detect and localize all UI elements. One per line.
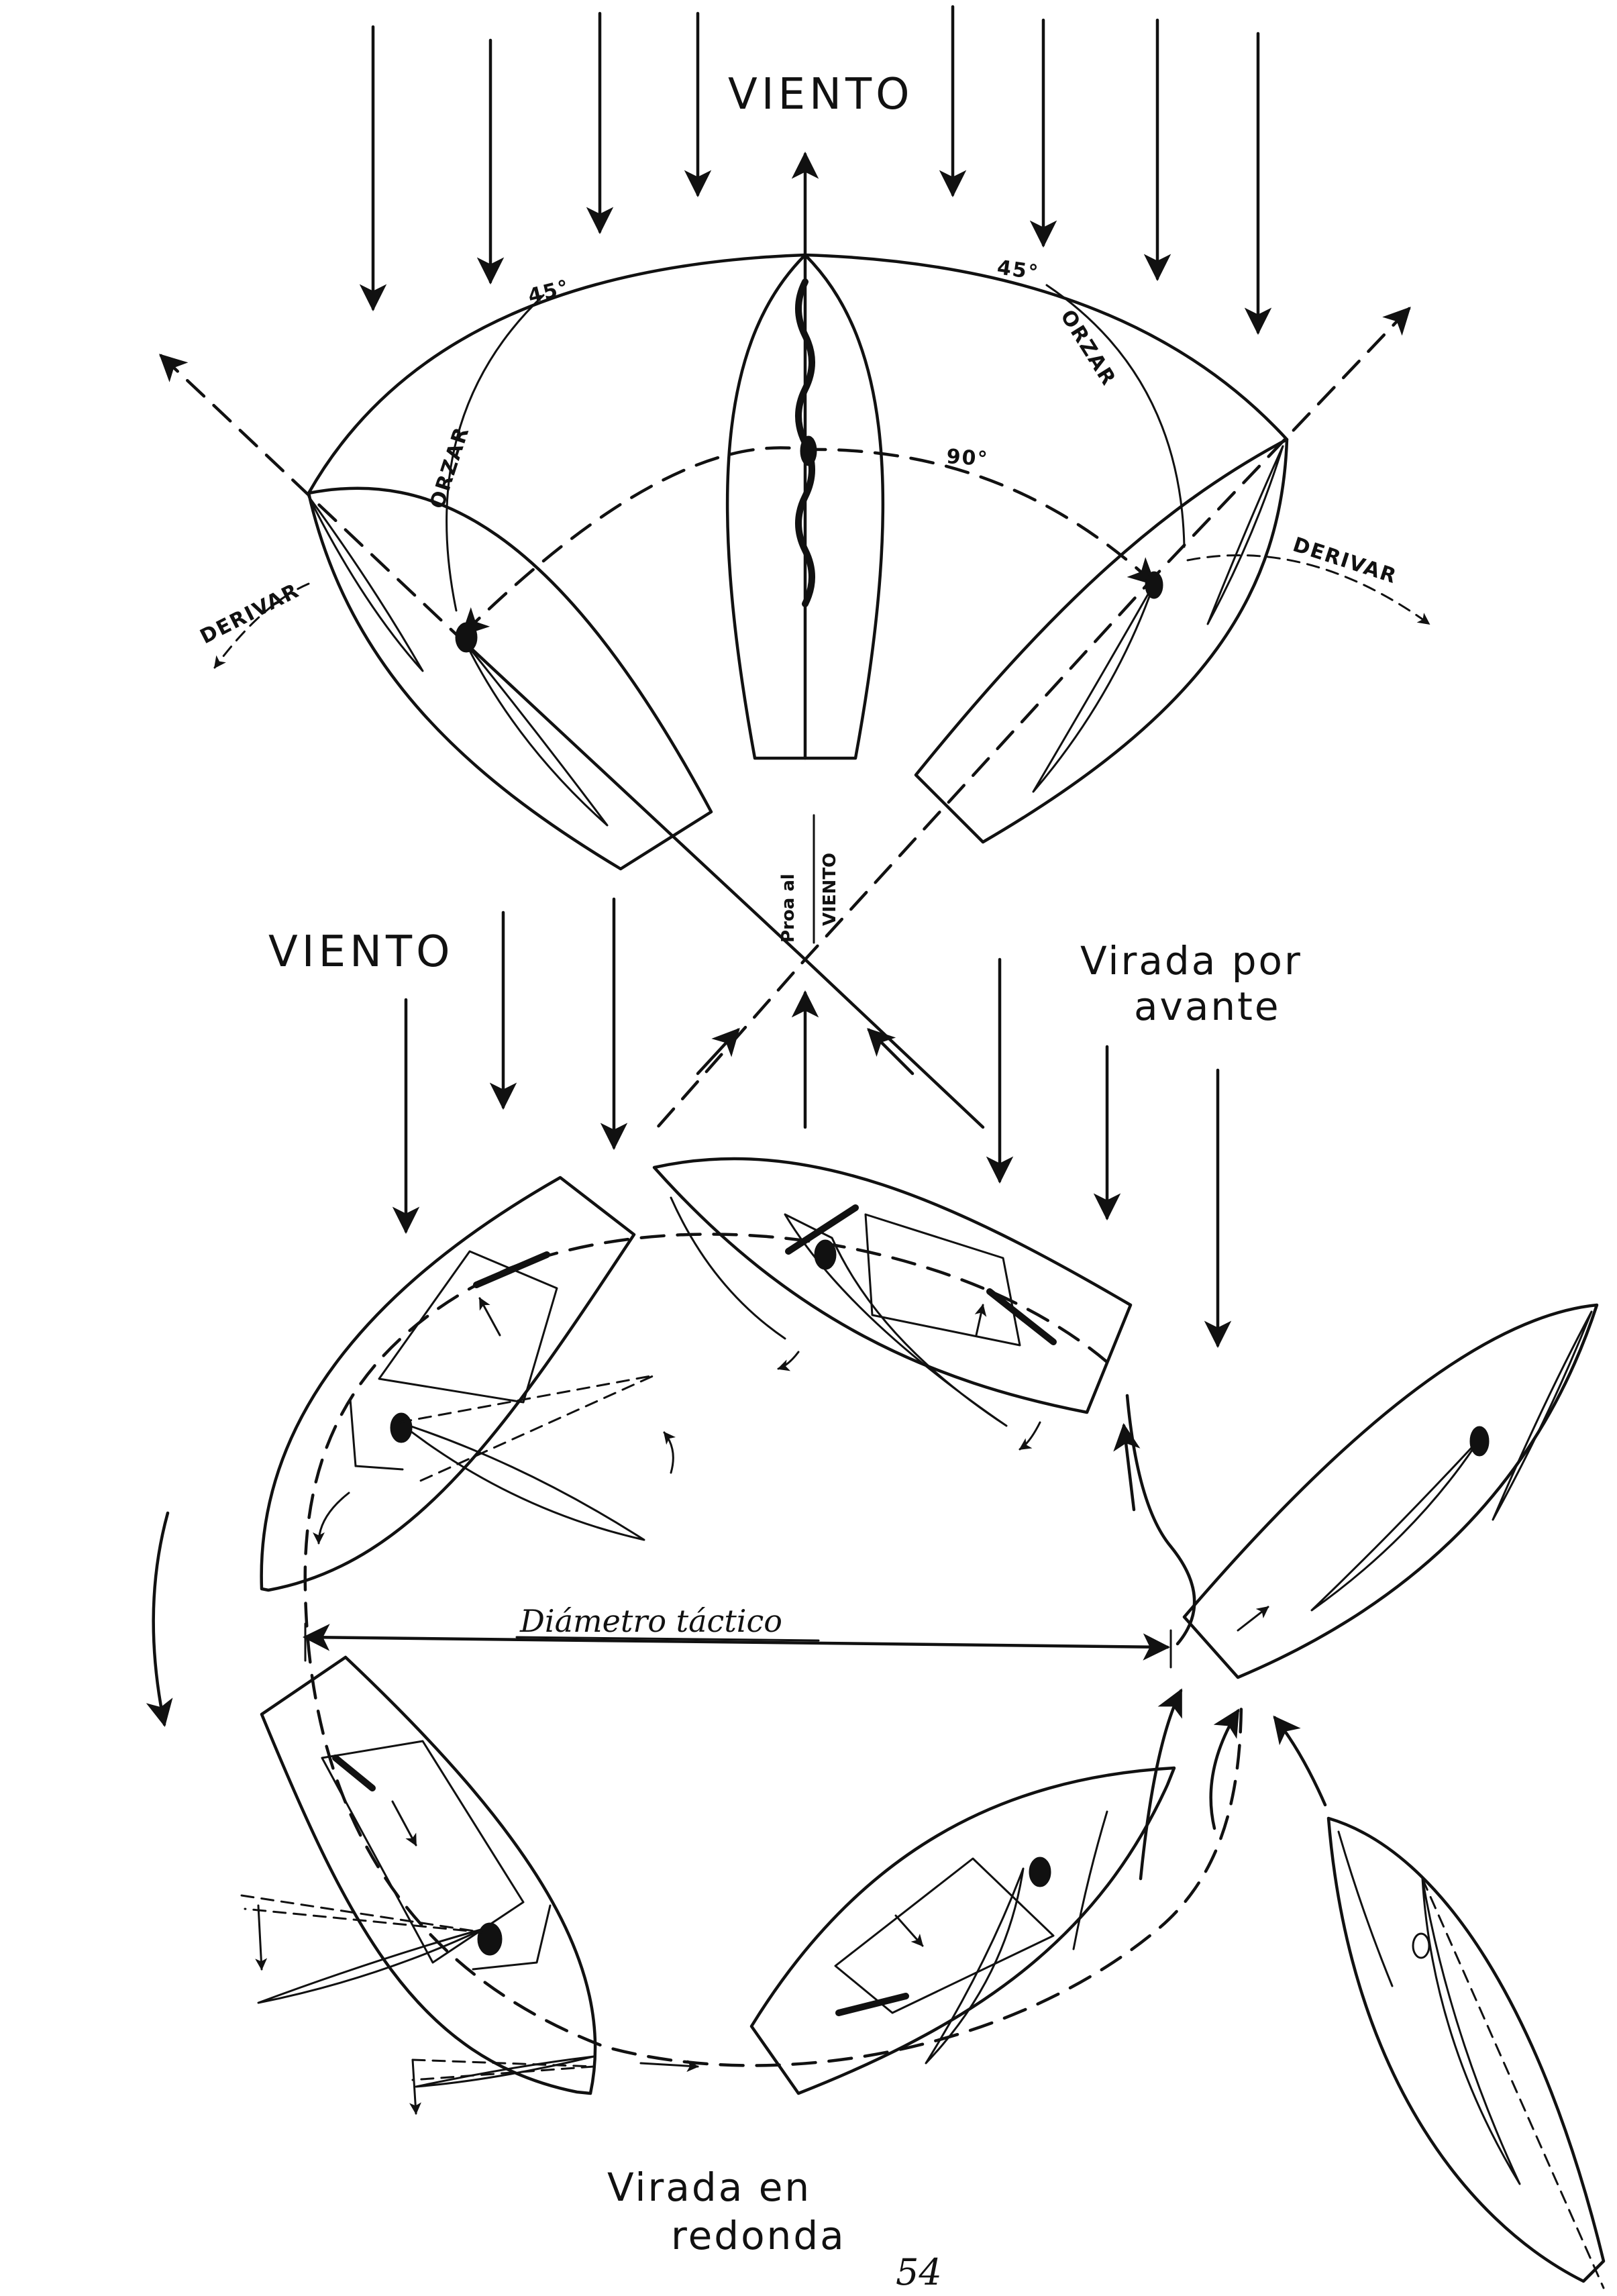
curved-arrow-left	[146, 1511, 173, 1727]
derivar-label-left: DERIVAR	[197, 579, 303, 649]
derivar-label-right: DERIVAR	[1290, 533, 1400, 588]
tactical-diameter-underline	[515, 1636, 820, 1642]
bottom-path-arrow	[639, 2060, 699, 2073]
transom	[472, 1904, 552, 1971]
derivar-arc-right	[1186, 554, 1430, 625]
sail-line	[1421, 1877, 1605, 2289]
angle-label-right: 45°	[996, 256, 1041, 284]
diagonal-left-dashed	[159, 354, 465, 643]
sail-icon	[784, 1213, 1008, 1427]
up-arrow-track	[1113, 1422, 1141, 1512]
tactical-diameter-arrow	[302, 1624, 1171, 1661]
sail-previous-position	[398, 1374, 655, 1484]
avante-track-right	[1125, 1394, 1196, 1646]
sailboat-hull-icon	[240, 1655, 597, 2115]
diagonal-right-dashed	[656, 307, 1411, 1129]
sailboat-hull-icon	[1182, 1303, 1599, 1679]
virada-redonda-line1: Virada en	[607, 2164, 811, 2210]
derivar-arc-left	[213, 582, 310, 669]
sail-icon	[1310, 1438, 1481, 1612]
mast-icon	[390, 1412, 413, 1443]
sail-icon	[257, 1928, 484, 2004]
cockpit	[321, 1740, 525, 1964]
arrow-up-bottom-right	[1139, 1688, 1183, 1881]
wind-label-left: VIENTO	[268, 927, 454, 977]
mast-icon	[1412, 1932, 1430, 1959]
arrow-from-bottom-right-boat	[1273, 1715, 1327, 1807]
cockpit	[834, 1857, 1055, 2014]
proa-label-line2: VIENTO	[820, 853, 840, 926]
wind-label-top: VIENTO	[728, 70, 913, 119]
virada-avante-line2: avante	[1134, 984, 1281, 1029]
small-arrow-right	[1237, 1606, 1269, 1632]
proa-label-line1: Proa al	[778, 874, 798, 943]
mast-icon	[477, 1922, 503, 1956]
sail-icon	[1032, 582, 1155, 793]
sailboat-hull-icon	[914, 437, 1289, 844]
mast-icon	[1145, 571, 1163, 599]
orzar-arc-left	[446, 294, 545, 612]
sail-icon	[465, 643, 609, 827]
sailboat-hull-icon	[725, 253, 885, 760]
angle-label-left: 45°	[525, 276, 572, 309]
orzar-label-left: ORZAR	[425, 423, 474, 511]
mast-icon	[455, 622, 478, 653]
tactical-diameter-label: Diámetro táctico	[519, 1603, 782, 1639]
mast-icon	[800, 435, 817, 466]
sail-icon	[1421, 1877, 1521, 2185]
angle-label-center: 90°	[945, 445, 989, 471]
mast-icon	[1469, 1426, 1490, 1457]
sailboat-hull-icon	[652, 1157, 1133, 1451]
sail-previous-position	[411, 2058, 594, 2081]
cockpit	[378, 1250, 558, 1404]
arrow-up-to-cross	[1209, 1708, 1240, 1830]
sail-icon	[398, 1421, 645, 1541]
sail-previous-position	[240, 1894, 484, 1934]
cockpit	[864, 1213, 1021, 1347]
page-number: 54	[896, 2251, 942, 2293]
virada-avante-line1: Virada por	[1080, 938, 1302, 984]
virada-redonda-line2: redonda	[671, 2213, 846, 2258]
sailboat-hull-icon	[260, 1176, 676, 1592]
sail-icon	[925, 1867, 1025, 2065]
mast-icon	[1029, 1857, 1051, 1887]
mast-icon	[814, 1239, 837, 1270]
sailboat-hull-icon	[1326, 1816, 1606, 2289]
wind-arrows-top	[359, 5, 1272, 335]
arrow-to-cross-right	[867, 1028, 915, 1076]
sailboat-hull-icon	[307, 486, 713, 871]
arrow-to-cross-left	[696, 1028, 740, 1076]
wind-arrows-middle	[392, 897, 1232, 1349]
orzar-arc-right	[1045, 284, 1186, 548]
sailboat-hull-icon	[749, 1766, 1176, 2095]
